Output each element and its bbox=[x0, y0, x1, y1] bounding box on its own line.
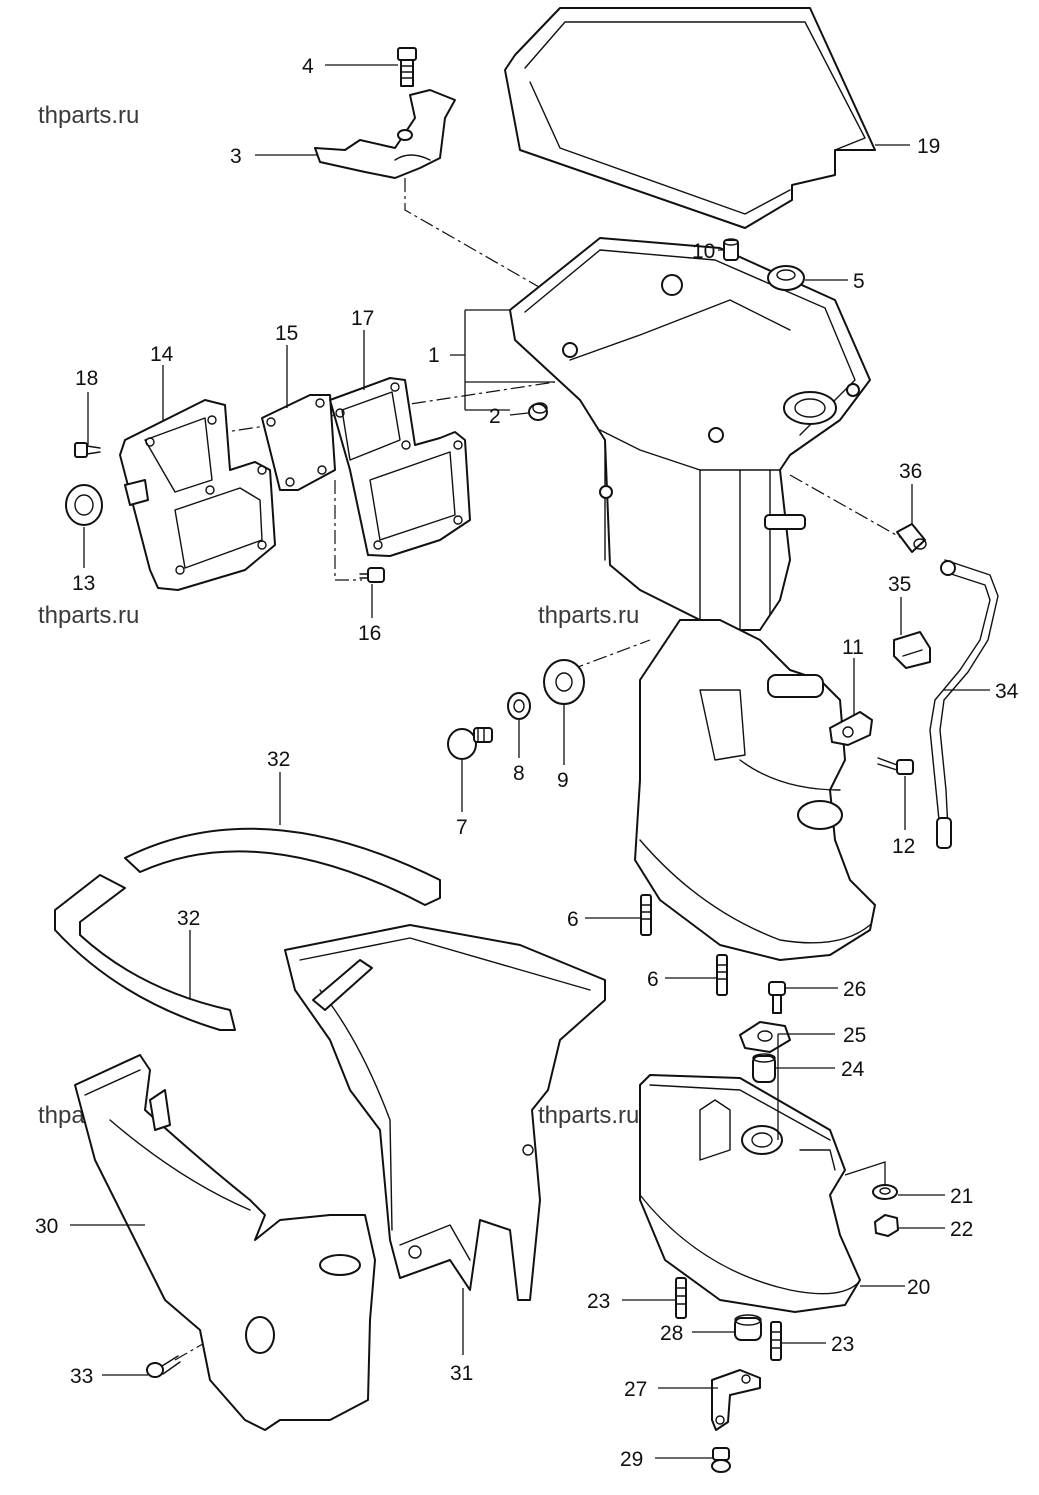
leader-1 bbox=[450, 309, 555, 411]
callout-23b: 23 bbox=[831, 1333, 854, 1356]
part-14-cover bbox=[119, 399, 276, 591]
callout-23a: 23 bbox=[587, 1290, 610, 1313]
callout-2: 2 bbox=[489, 405, 501, 428]
callout-21: 21 bbox=[950, 1185, 973, 1208]
part-19-seal bbox=[504, 7, 876, 229]
part-13-grommet bbox=[65, 484, 103, 526]
part-27-bracket bbox=[711, 1369, 761, 1431]
callout-19: 19 bbox=[917, 135, 940, 158]
callout-13: 13 bbox=[72, 572, 95, 595]
watermark-6: thparts.ru bbox=[538, 1102, 639, 1129]
part-25-plate bbox=[739, 1021, 791, 1053]
part-6b-stud bbox=[716, 954, 728, 996]
callout-1: 1 bbox=[428, 344, 440, 367]
part-4-bolt bbox=[397, 47, 417, 87]
alignment-line-washer bbox=[569, 639, 651, 671]
callout-17: 17 bbox=[351, 307, 374, 330]
callout-9: 9 bbox=[557, 769, 569, 792]
callout-30: 30 bbox=[35, 1215, 58, 1238]
leader-25 bbox=[777, 1033, 835, 1140]
leader-21 bbox=[844, 1161, 945, 1196]
part-9-washer bbox=[543, 659, 585, 705]
part-23b-stud bbox=[770, 1321, 782, 1361]
part-2-plug bbox=[528, 402, 548, 421]
part-12-screw bbox=[877, 757, 914, 775]
part-34-hose bbox=[929, 559, 999, 849]
callout-29: 29 bbox=[620, 1448, 643, 1471]
part-1-upper-casing bbox=[509, 237, 871, 641]
callout-32b: 32 bbox=[177, 907, 200, 930]
part-32-seal-lower bbox=[54, 874, 236, 1031]
part-22-nut bbox=[874, 1214, 899, 1237]
callout-16: 16 bbox=[358, 622, 381, 645]
part-6a-stud bbox=[640, 894, 652, 936]
part-7-bolt bbox=[447, 727, 493, 760]
leader-2 bbox=[509, 412, 529, 416]
alignment-line-16 bbox=[334, 480, 362, 581]
callout-26: 26 bbox=[843, 978, 866, 1001]
part-36-grommet bbox=[896, 523, 927, 553]
callout-36: 36 bbox=[899, 460, 922, 483]
callout-32a: 32 bbox=[267, 748, 290, 771]
part-16-screw bbox=[359, 567, 385, 583]
callout-20: 20 bbox=[907, 1276, 930, 1299]
callout-28: 28 bbox=[660, 1322, 683, 1345]
part-26-bolt bbox=[768, 981, 786, 1014]
alignment-line-hose bbox=[789, 474, 906, 541]
callout-10: 10 bbox=[692, 240, 715, 263]
part-20-lower-casing bbox=[639, 1074, 861, 1313]
callout-27: 27 bbox=[624, 1378, 647, 1401]
part-11-clamp bbox=[829, 711, 873, 746]
part-18-screw bbox=[74, 442, 101, 458]
callout-31: 31 bbox=[450, 1362, 473, 1385]
callout-4: 4 bbox=[302, 55, 314, 78]
callout-7: 7 bbox=[456, 816, 468, 839]
callout-6a: 6 bbox=[567, 908, 579, 931]
part-3-plate bbox=[314, 89, 456, 179]
callout-6b: 6 bbox=[647, 968, 659, 991]
part-17-gasket bbox=[329, 377, 471, 557]
callout-5: 5 bbox=[853, 270, 865, 293]
callout-14: 14 bbox=[150, 343, 174, 366]
watermark-1: thparts.ru bbox=[38, 102, 139, 129]
callout-8: 8 bbox=[513, 762, 525, 785]
part-8-washer bbox=[507, 692, 531, 720]
part-23a-stud bbox=[675, 1277, 687, 1319]
callout-25: 25 bbox=[843, 1024, 866, 1047]
part-10-pin bbox=[723, 238, 739, 261]
part-29-bolt bbox=[711, 1447, 731, 1473]
part-35-clamp bbox=[893, 631, 931, 669]
callout-35: 35 bbox=[888, 573, 911, 596]
callout-33: 33 bbox=[70, 1365, 93, 1388]
callout-18: 18 bbox=[75, 367, 98, 390]
callout-11: 11 bbox=[842, 636, 864, 659]
part-32-seal-upper bbox=[124, 827, 441, 906]
callout-22: 22 bbox=[950, 1218, 973, 1241]
callout-24: 24 bbox=[841, 1058, 865, 1081]
part-24-sleeve bbox=[752, 1053, 776, 1083]
part-28-grommet bbox=[734, 1314, 762, 1341]
callout-3: 3 bbox=[230, 145, 242, 168]
part-15-plate bbox=[261, 394, 336, 491]
part-31-apron bbox=[284, 924, 606, 1301]
part-5-grommet bbox=[767, 265, 805, 291]
part-lower-casing bbox=[634, 619, 876, 961]
part-33-screw bbox=[146, 1355, 181, 1378]
watermark-3: thparts.ru bbox=[38, 602, 139, 629]
callout-34: 34 bbox=[995, 680, 1019, 703]
watermark-4: thparts.ru bbox=[538, 602, 639, 629]
part-30-apron bbox=[74, 1054, 376, 1431]
callout-12: 12 bbox=[892, 835, 915, 858]
callout-15: 15 bbox=[275, 322, 298, 345]
part-21-washer bbox=[872, 1184, 898, 1200]
